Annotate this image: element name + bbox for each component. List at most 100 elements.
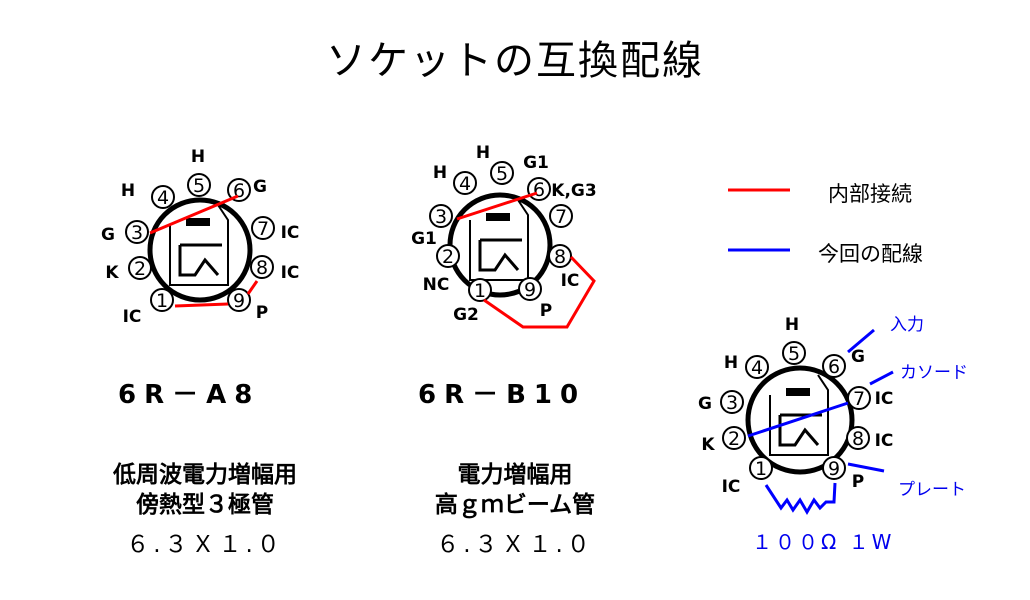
cathode-leader xyxy=(869,370,894,386)
pin-label: G xyxy=(851,347,865,367)
pin-number: 6 xyxy=(533,179,545,201)
pin-label: H xyxy=(476,143,490,163)
internal-connection-8-9 xyxy=(246,280,259,295)
pin-label: P xyxy=(852,472,864,492)
wiring-2-7 xyxy=(747,401,849,438)
pin-circle xyxy=(745,355,769,379)
pin-label: G xyxy=(698,394,712,414)
pin-circle xyxy=(250,255,274,279)
pin-number: 4 xyxy=(459,173,471,195)
pin-label: K xyxy=(701,435,715,455)
pin-number: 2 xyxy=(728,428,740,450)
legend-internal-label: 内部接続 xyxy=(828,182,912,206)
pin-label: H xyxy=(724,353,738,373)
cathode-heater-icon xyxy=(478,238,522,272)
pin-number: 5 xyxy=(193,175,205,197)
pin-label: IC xyxy=(875,431,894,451)
pin-label: H xyxy=(433,163,447,183)
pin-circle xyxy=(548,244,572,268)
pin-circle xyxy=(436,244,460,268)
pin-number: 2 xyxy=(442,246,454,268)
pin-number: 8 xyxy=(554,246,566,268)
pin-circle xyxy=(720,390,744,414)
legend-wiring-label: 今回の配線 xyxy=(818,242,923,266)
pin-number: 7 xyxy=(257,218,269,240)
pin-label: G xyxy=(253,177,267,197)
pin-number: 1 xyxy=(755,458,767,480)
pin-number: 5 xyxy=(788,343,800,365)
pin-circle xyxy=(722,426,746,450)
electrode-wiring-icon xyxy=(169,204,229,286)
tube-desc-6rb10-1: 電力増幅用 xyxy=(457,462,573,488)
pin-label: IC xyxy=(561,271,580,291)
internal-connection-1-8 xyxy=(483,255,596,329)
pin-number: 2 xyxy=(134,258,146,280)
pin-label: H xyxy=(191,147,205,167)
pin-label: IC xyxy=(281,223,300,243)
pin-circle xyxy=(782,341,806,365)
pin-label: H xyxy=(785,315,799,335)
tube-desc-6ra8-1: 低周波電力増幅用 xyxy=(113,462,297,488)
internal-connection-3-6 xyxy=(456,191,538,221)
pin-circle xyxy=(453,171,477,195)
pin-number: 4 xyxy=(157,187,169,209)
pin-label: G xyxy=(101,225,115,245)
tube-desc-6ra8-2: 傍熱型３極管 xyxy=(136,492,274,518)
pin-number: 9 xyxy=(233,290,245,312)
annotation-resistor: １００Ω １W xyxy=(752,530,895,554)
pin-label: IC xyxy=(722,477,741,497)
pin-circle xyxy=(150,288,174,312)
pin-circle xyxy=(429,204,453,228)
tube-name-6rb10: 6R－B10 xyxy=(418,380,587,410)
pin-number: 3 xyxy=(131,222,143,244)
cathode-heater-icon xyxy=(178,243,222,277)
annotation-input: 入力 xyxy=(890,315,924,335)
annotation-cathode: カソード xyxy=(900,363,968,383)
pin-number: 7 xyxy=(555,206,567,228)
pin-number: 4 xyxy=(751,357,763,379)
pin-label: P xyxy=(540,301,552,321)
pin-circle xyxy=(490,161,514,185)
internal-connection-3-6 xyxy=(149,194,239,235)
pin-circle xyxy=(227,178,251,202)
pin-label: K xyxy=(105,263,119,283)
pin-circle xyxy=(227,288,251,312)
electrode-icon xyxy=(186,218,210,226)
internal-connection-1-9 xyxy=(174,302,229,308)
pin-label: IC xyxy=(281,263,300,283)
pin-circle xyxy=(549,204,573,228)
pin-number: 3 xyxy=(435,206,447,228)
tube-desc-6rb10-2: 高ｇｍビーム管 xyxy=(434,492,596,518)
pin-circle xyxy=(468,278,492,302)
plate-leader xyxy=(847,462,885,473)
pin-circle xyxy=(187,173,211,197)
tube-rating-6ra8: ６.３Ｘ１.０ xyxy=(126,532,284,558)
socket-envelope xyxy=(147,197,253,303)
annotation-plate: プレート xyxy=(898,480,966,500)
pin-label: P xyxy=(256,303,268,323)
pin-number: 6 xyxy=(828,356,840,378)
pin-number: 7 xyxy=(853,388,865,410)
pin-circle xyxy=(151,185,175,209)
socket-envelope xyxy=(745,365,855,475)
pin-circle xyxy=(822,354,846,378)
pin-circle xyxy=(749,456,773,480)
pin-number: 1 xyxy=(474,280,486,302)
tube-name-6ra8: 6R－A8 xyxy=(118,380,261,410)
input-leader xyxy=(847,328,875,354)
pin-number: 1 xyxy=(156,290,168,312)
resistor-icon xyxy=(764,482,837,515)
electrode-icon xyxy=(786,388,810,396)
pin-label: IC xyxy=(875,389,894,409)
pin-label: G1 xyxy=(523,153,549,173)
pin-number: 8 xyxy=(256,257,268,279)
pin-circle xyxy=(251,216,275,240)
pin-label: K,G3 xyxy=(551,181,596,201)
pin-circle xyxy=(847,386,871,410)
pin-number: 8 xyxy=(852,428,864,450)
pin-circle xyxy=(518,277,542,301)
